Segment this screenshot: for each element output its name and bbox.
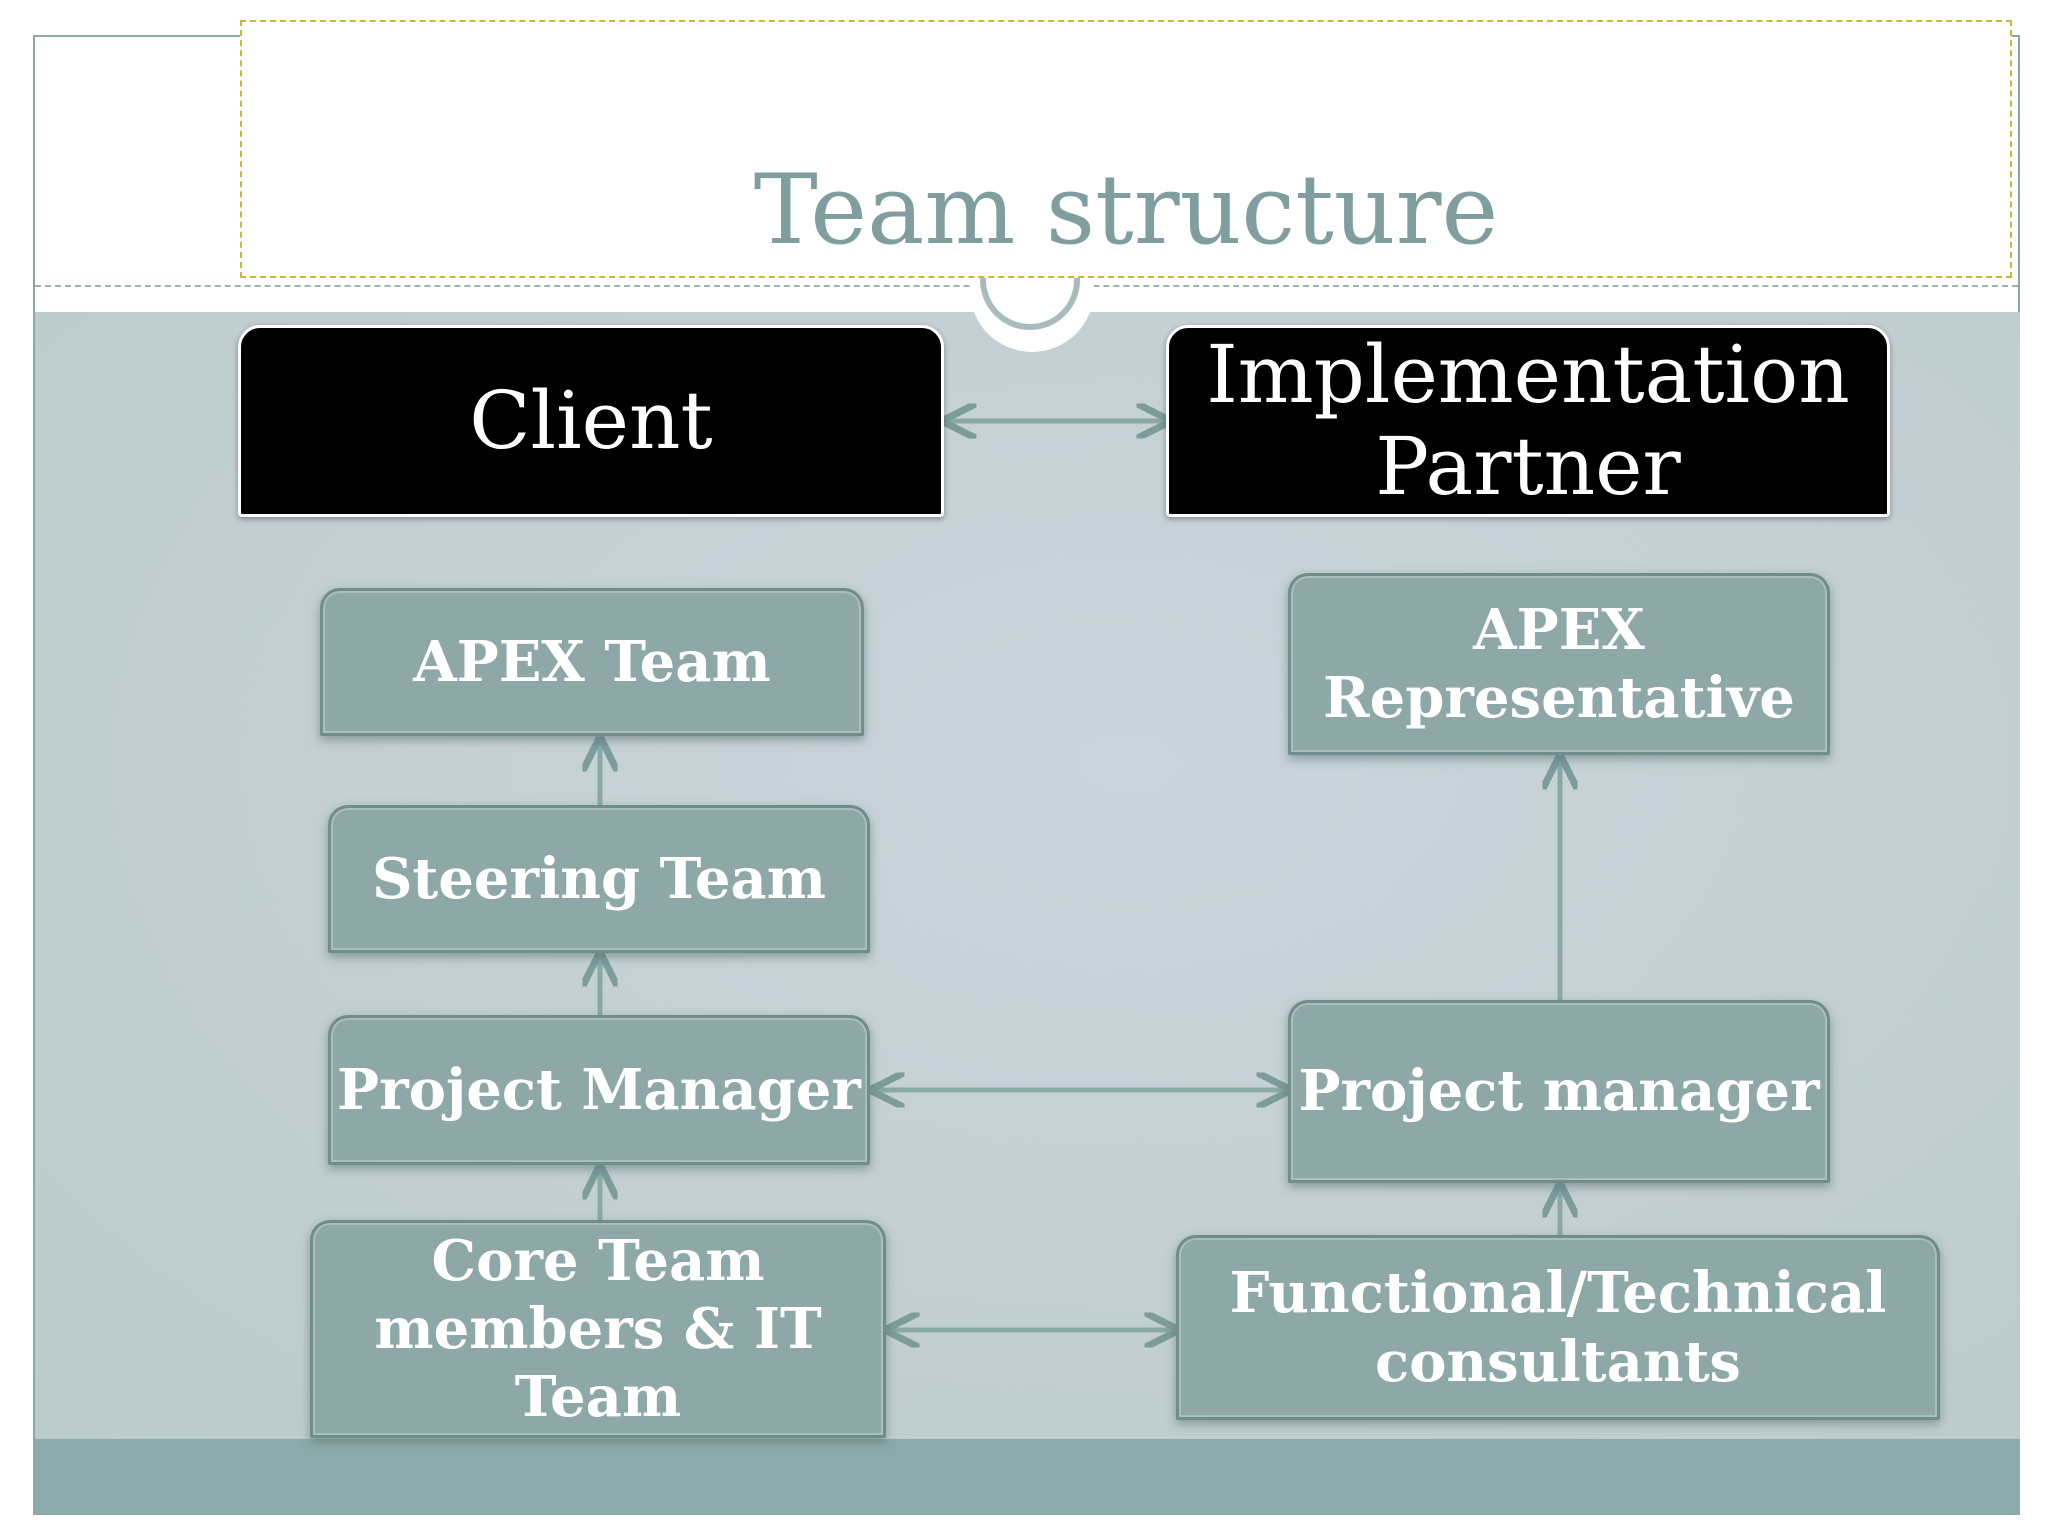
- consultants-label: Functional/Technical consultants: [1229, 1260, 1887, 1395]
- footer-band: [35, 1439, 2020, 1513]
- client-project-manager-label: Project Manager: [337, 1056, 861, 1123]
- core-team-box[interactable]: Core Team members & IT Team: [310, 1220, 886, 1438]
- partner-header-label: Implementation Partner: [1206, 328, 1850, 513]
- client-header-label: Client: [469, 374, 713, 467]
- steering-team-box[interactable]: Steering Team: [328, 805, 870, 953]
- title-placeholder[interactable]: Team structure: [240, 20, 2012, 278]
- core-team-label: Core Team members & IT Team: [374, 1227, 822, 1431]
- partner-project-manager-label: Project manager: [1298, 1058, 1820, 1125]
- apex-representative-box[interactable]: APEX Representative: [1288, 573, 1830, 755]
- apex-team-label: APEX Team: [413, 628, 771, 695]
- steering-team-label: Steering Team: [371, 845, 827, 912]
- client-project-manager-box[interactable]: Project Manager: [328, 1015, 870, 1165]
- apex-representative-label: APEX Representative: [1323, 596, 1795, 731]
- circle-ring: [980, 242, 1080, 330]
- client-header-box[interactable]: Client: [238, 325, 944, 517]
- consultants-box[interactable]: Functional/Technical consultants: [1176, 1235, 1940, 1420]
- apex-team-box[interactable]: APEX Team: [320, 588, 864, 736]
- partner-header-box[interactable]: Implementation Partner: [1166, 325, 1890, 517]
- partner-project-manager-box[interactable]: Project manager: [1288, 1000, 1830, 1183]
- slide-title: Team structure: [753, 154, 1499, 266]
